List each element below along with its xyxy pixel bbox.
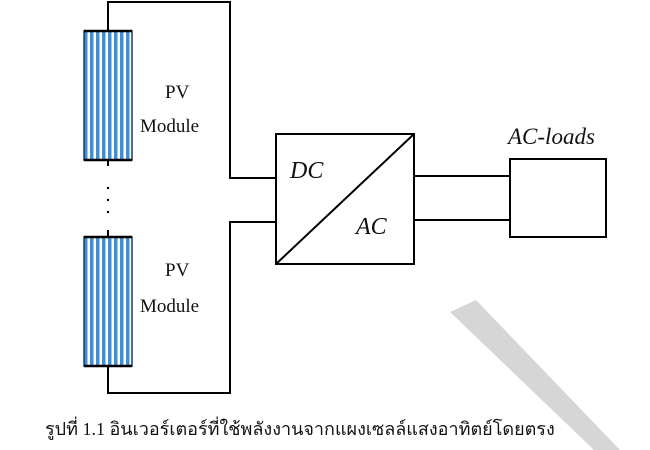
watermark-stripe [450, 300, 620, 450]
ac-loads-label: AC-loads [506, 124, 595, 149]
ellipsis-dot-1 [106, 186, 110, 190]
pv-module-top-panel [83, 30, 133, 161]
pv-bottom-label-line1: PV [165, 260, 190, 281]
pv-top-label-line1: PV [165, 82, 190, 103]
figure-caption: รูปที่ 1.1 อินเวอร์เตอร์ที่ใช้พลังงานจาก… [45, 416, 555, 440]
inverter-diagonal [275, 133, 415, 265]
ellipsis-dot-3 [106, 210, 110, 214]
inverter-ac-label: AC [354, 214, 388, 240]
ac-loads-box [509, 158, 607, 238]
ellipsis-dot-2 [106, 198, 110, 202]
pv-bottom-label-line2: Module [140, 296, 199, 317]
wire-bottom [107, 221, 276, 394]
inverter-dc-label: DC [289, 158, 324, 184]
pv-top-label-line2: Module [140, 116, 199, 137]
pv-module-bottom-panel [83, 236, 133, 367]
wire-top [107, 1, 276, 179]
